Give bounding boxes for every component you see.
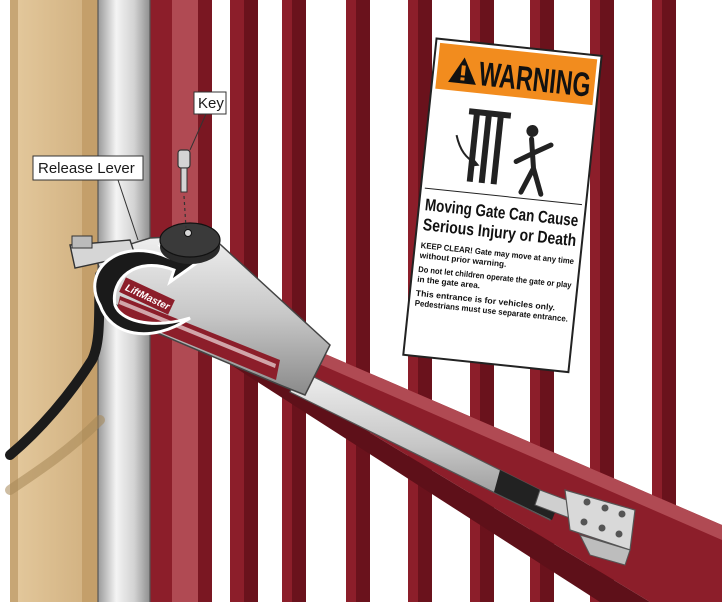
release-lever-label: Release Lever xyxy=(38,160,135,177)
wall xyxy=(10,0,100,602)
warning-sign: WARNING Moving Gate Can Cause Serious In… xyxy=(403,38,601,372)
key-lock-cap[interactable] xyxy=(160,223,220,264)
key-label: Key xyxy=(198,95,224,112)
